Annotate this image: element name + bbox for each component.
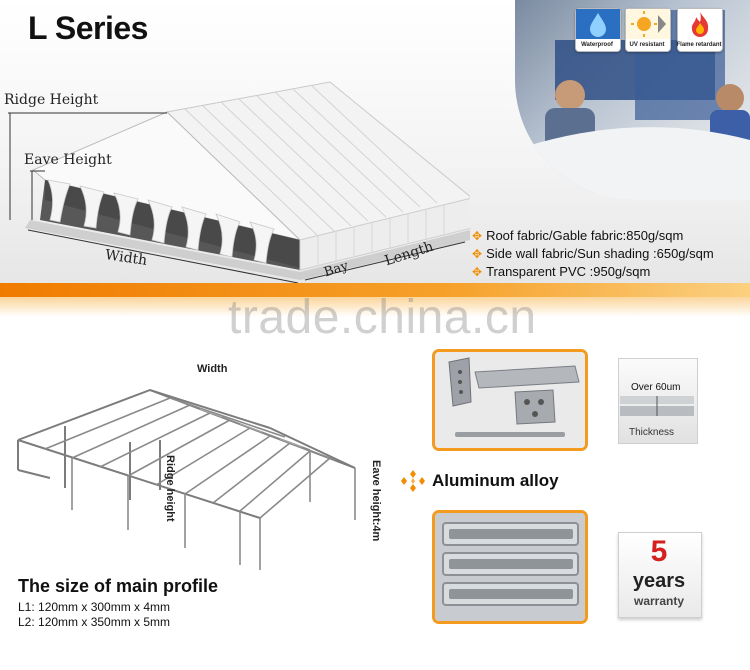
orange-divider: [0, 283, 750, 297]
aluminum-profile-image: [435, 513, 585, 621]
connector-parts-photo: [432, 349, 588, 451]
connector-parts-image: [435, 352, 585, 448]
warranty-word: warranty: [633, 594, 685, 608]
orange-divider-fade: [0, 297, 750, 317]
aluminum-profile-photo: [432, 510, 588, 624]
profile-line-l1: L1: 120mm x 300mm x 4mm: [18, 600, 171, 614]
badge-uv-resistant: [625, 8, 671, 52]
factory-photo: Waterproof UV resistant Flame retardant: [515, 0, 750, 200]
flame-icon: [678, 9, 722, 39]
material-label: Aluminum alloy: [432, 471, 559, 490]
ridge-height-label: Ridge Height: [4, 92, 99, 108]
warranty-number: 5: [650, 535, 668, 568]
frame-width-label: Width: [197, 363, 228, 375]
frame-ridge-height-label: Ridge height: [164, 455, 176, 522]
profile-title: The size of main profile: [18, 576, 219, 596]
badge-waterproof: [575, 8, 621, 52]
frame-eave-height-label: Eave height:4m: [370, 460, 382, 542]
spec-transparent-pvc: ✥Transparent PVC :950g/sqm: [472, 264, 651, 279]
tent-illustration: [8, 81, 470, 284]
thickness-label: Thickness: [629, 427, 675, 438]
badge-uv-resistant-label: UV resistant: [629, 42, 665, 48]
warranty-card: [618, 532, 702, 618]
thickness-value: Over 60um: [631, 382, 681, 393]
warranty-years: years: [632, 570, 686, 592]
diamond-cluster-icon: [401, 470, 425, 492]
thickness-sample-image: [620, 396, 694, 416]
spec-roof-fabric: ✥Roof fabric/Gable fabric:850g/sqm: [472, 228, 684, 243]
watermark: trade.china.cn: [228, 291, 537, 344]
frame-illustration: [17, 388, 356, 570]
badge-flame-retardant-label: Flame retardant: [676, 42, 722, 48]
sun-icon: [626, 9, 670, 39]
diamond-bullet-icon: ✥: [472, 247, 483, 261]
eave-height-label: Eave Height: [24, 152, 112, 168]
diamond-bullet-icon: ✥: [472, 265, 483, 279]
water-drop-icon: [576, 9, 620, 39]
badge-waterproof-label: Waterproof: [581, 42, 613, 48]
series-title: L Series: [28, 10, 148, 46]
diamond-bullet-icon: ✥: [472, 229, 483, 243]
badge-flame-retardant: [677, 8, 723, 52]
spec-side-wall-fabric: ✥Side wall fabric/Sun shading :650g/sqm: [472, 246, 714, 261]
profile-line-l2: L2: 120mm x 350mm x 5mm: [18, 615, 171, 629]
